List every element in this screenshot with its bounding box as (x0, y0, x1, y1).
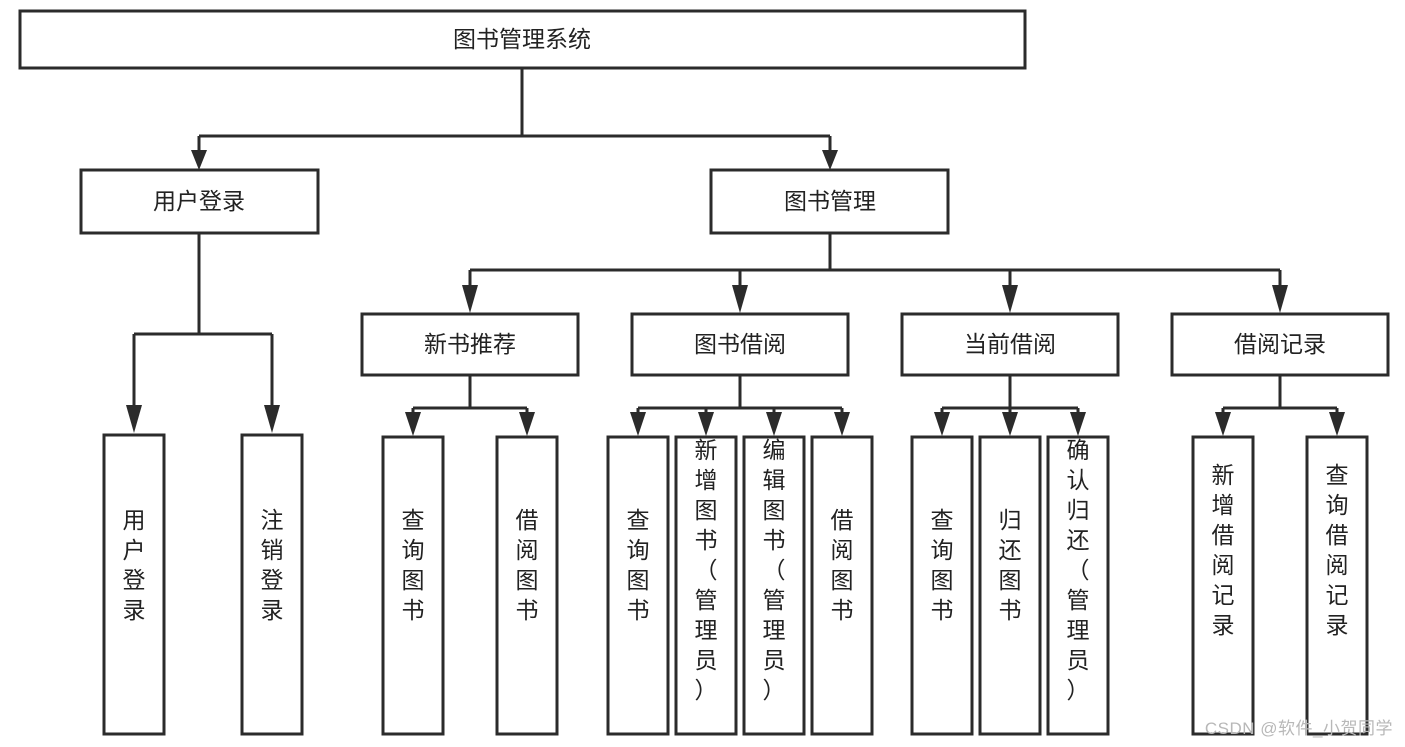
node-new-book-recommend-label: 新书推荐 (424, 331, 516, 357)
leaf-current-borrow-return-label: 归还图书 (999, 507, 1022, 623)
node-book-borrow-box[interactable] (630, 312, 850, 377)
node-root-system[interactable]: 图书管理系统 (18, 9, 1027, 70)
arrow-user-login-leaf-2 (264, 405, 280, 433)
node-current-borrow-label: 当前借阅 (964, 331, 1056, 357)
node-user-login-box[interactable] (79, 168, 320, 235)
leaf-book-borrow-borrow[interactable]: 借阅图书 (810, 435, 874, 736)
node-book-management-box[interactable] (709, 168, 950, 235)
arrow-root-to-book-mgmt (822, 150, 838, 170)
arrow-borrow-record-leaf-1 (1215, 412, 1231, 436)
node-new-book-recommend[interactable]: 新书推荐 (360, 312, 580, 377)
leaf-current-borrow-query-box[interactable] (910, 435, 974, 736)
leaf-book-borrow-edit[interactable]: 编辑图书（管理员） (742, 435, 806, 736)
leaf-book-borrow-add[interactable]: 新增图书（管理员） (674, 435, 738, 736)
node-user-login[interactable]: 用户登录 (79, 168, 320, 235)
arrow-book-borrow-leaf-1 (630, 412, 646, 436)
node-root-system-label: 图书管理系统 (453, 26, 591, 52)
node-book-borrow-label: 图书借阅 (694, 331, 786, 357)
leaf-current-borrow-confirm-label: 确认归还（管理员） (1067, 437, 1090, 703)
leaf-new-book-query-label: 查询图书 (402, 507, 425, 623)
leaf-current-borrow-return-box[interactable] (978, 435, 1042, 736)
leaf-borrow-record-add[interactable]: 新增借阅记录 (1191, 435, 1255, 736)
leaf-user-login-logout-box[interactable] (240, 433, 304, 736)
leaf-current-borrow-query[interactable]: 查询图书 (910, 435, 974, 736)
arrow-to-current-borrow (1002, 285, 1018, 313)
node-current-borrow-box[interactable] (900, 312, 1120, 377)
node-new-book-recommend-box[interactable] (360, 312, 580, 377)
arrow-current-borrow-leaf-2 (1002, 412, 1018, 436)
leaf-new-book-borrow[interactable]: 借阅图书 (495, 435, 559, 736)
arrow-new-book-leaf-2 (519, 412, 535, 436)
leaf-user-login-login-label: 用户登录 (123, 507, 146, 623)
leaf-borrow-record-query-box[interactable] (1305, 435, 1369, 736)
node-borrow-record-box[interactable] (1170, 312, 1390, 377)
leaf-book-borrow-edit-box[interactable] (742, 435, 806, 736)
node-book-management-label: 图书管理 (784, 188, 876, 214)
leaf-book-borrow-query-box[interactable] (606, 435, 670, 736)
leaf-borrow-record-add-box[interactable] (1191, 435, 1255, 736)
leaf-current-borrow-query-label: 查询图书 (931, 507, 954, 623)
leaf-current-borrow-confirm[interactable]: 确认归还（管理员） (1046, 435, 1110, 736)
arrow-to-new-book (462, 285, 478, 313)
node-book-borrow[interactable]: 图书借阅 (630, 312, 850, 377)
node-borrow-record[interactable]: 借阅记录 (1170, 312, 1390, 377)
arrow-new-book-leaf-1 (405, 412, 421, 436)
leaf-current-borrow-confirm-box[interactable] (1046, 435, 1110, 736)
leaf-book-borrow-query-label: 查询图书 (627, 507, 650, 623)
leaf-new-book-query-box[interactable] (381, 435, 445, 736)
leaf-user-login-logout-label: 注销登录 (261, 507, 284, 623)
leaf-user-login-login-box[interactable] (102, 433, 166, 736)
leaf-user-login-login[interactable]: 用户登录 (102, 433, 166, 736)
leaf-borrow-record-add-label: 新增借阅记录 (1212, 462, 1235, 638)
connector-layer (126, 68, 1345, 436)
node-book-management[interactable]: 图书管理 (709, 168, 950, 235)
leaf-new-book-query[interactable]: 查询图书 (381, 435, 445, 736)
arrow-borrow-record-leaf-2 (1329, 412, 1345, 436)
leaf-book-borrow-add-box[interactable] (674, 435, 738, 736)
leaf-book-borrow-borrow-label: 借阅图书 (831, 507, 854, 623)
node-current-borrow[interactable]: 当前借阅 (900, 312, 1120, 377)
leaf-book-borrow-edit-label: 编辑图书（管理员） (763, 437, 786, 703)
leaf-borrow-record-query[interactable]: 查询借阅记录 (1305, 435, 1369, 736)
arrow-to-borrow-record (1272, 285, 1288, 313)
leaf-user-login-logout[interactable]: 注销登录 (240, 433, 304, 736)
leaf-current-borrow-return[interactable]: 归还图书 (978, 435, 1042, 736)
leaf-new-book-borrow-box[interactable] (495, 435, 559, 736)
leaf-book-borrow-add-label: 新增图书（管理员） (695, 437, 718, 703)
arrow-current-borrow-leaf-3 (1070, 412, 1086, 436)
node-user-login-label: 用户登录 (153, 188, 245, 214)
arrow-book-borrow-leaf-4 (834, 412, 850, 436)
arrow-current-borrow-leaf-1 (934, 412, 950, 436)
arrow-to-book-borrow (732, 285, 748, 313)
leaf-borrow-record-query-label: 查询借阅记录 (1326, 462, 1349, 638)
leaf-new-book-borrow-label: 借阅图书 (516, 507, 539, 623)
leaf-book-borrow-query[interactable]: 查询图书 (606, 435, 670, 736)
arrow-book-borrow-leaf-2 (698, 412, 714, 436)
node-root-system-box[interactable] (18, 9, 1027, 70)
node-borrow-record-label: 借阅记录 (1234, 331, 1326, 357)
leaf-book-borrow-borrow-box[interactable] (810, 435, 874, 736)
arrow-root-to-user-login (191, 150, 207, 170)
arrow-book-borrow-leaf-3 (766, 412, 782, 436)
arrow-user-login-leaf-1 (126, 405, 142, 433)
